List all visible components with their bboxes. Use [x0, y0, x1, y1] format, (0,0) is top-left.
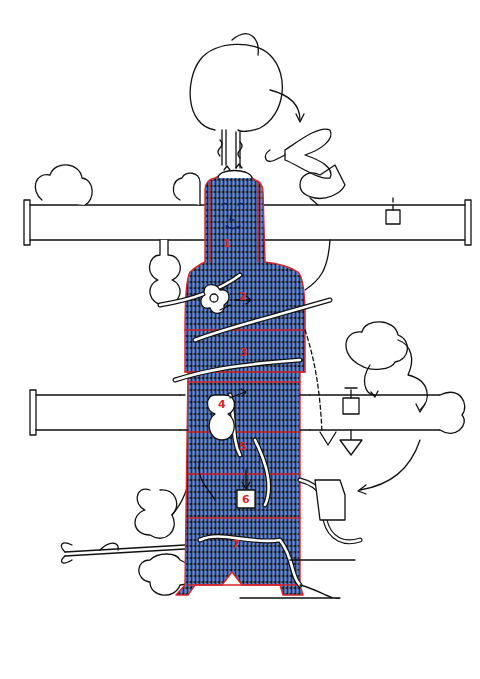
- callout-number: 6: [242, 494, 250, 506]
- callout-number: 7: [232, 539, 240, 551]
- callout-number-holder: 6: [242, 494, 250, 506]
- callout-number-holder: 2: [239, 291, 247, 303]
- callout-number-holder: 3: [240, 347, 248, 359]
- callout-number-holder: 4: [218, 399, 226, 411]
- callout-number: 1: [223, 238, 231, 250]
- callout-number-holder: 7: [232, 539, 240, 551]
- callout-number-holder: 5: [239, 441, 247, 453]
- callout-number: 2: [239, 291, 247, 303]
- callout-number: 3: [240, 347, 248, 359]
- callout-number: 4: [218, 399, 226, 411]
- callout-number-holder: 1: [223, 238, 231, 250]
- callout-number: 5: [239, 441, 247, 453]
